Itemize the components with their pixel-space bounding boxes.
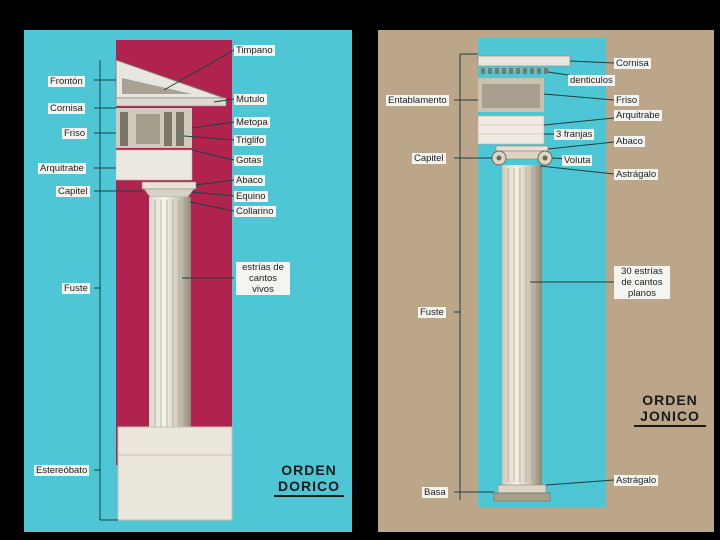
label-collarino: Collarino: [234, 206, 276, 217]
label-denticulos: denticulos: [568, 75, 615, 86]
label-gotas: Gotas: [234, 155, 263, 166]
doric-abacus: [142, 182, 196, 189]
label-arquitrabe-ionic: Arquitrabe: [614, 110, 662, 121]
label-capitel-ionic: Capitel: [412, 153, 446, 164]
label-voluta: Voluta: [562, 155, 592, 166]
label-abaco: Abaco: [234, 175, 265, 186]
label-metopa: Metopa: [234, 117, 270, 128]
label-fronton: Frontón: [48, 76, 85, 87]
label-arquitrabe: Arquitrabe: [38, 163, 86, 174]
ionic-architrave: [478, 116, 544, 144]
label-fuste: Fuste: [62, 283, 90, 294]
doric-architrave: [116, 150, 192, 180]
label-triglifo: Triglifo: [234, 135, 266, 146]
ionic-title-line2: JONICO: [634, 408, 706, 424]
ionic-abacus: [496, 146, 548, 151]
label-timpano: Timpano: [234, 45, 275, 56]
doric-title-line1: ORDEN: [274, 462, 344, 478]
label-cornisa-ionic: Cornisa: [614, 58, 651, 69]
label-fuste-ionic: Fuste: [418, 307, 446, 318]
label-basa: Basa: [422, 487, 448, 498]
label-mutulo: Mutulo: [234, 94, 267, 105]
ionic-order-panel: Entablamento Capitel Fuste Basa Cornisa …: [378, 30, 714, 532]
doric-cornice: [116, 98, 226, 106]
doric-title: ORDEN DORICO: [274, 462, 344, 497]
label-estrias: estrías de cantos vivos: [236, 262, 290, 295]
label-astragalo: Astrágalo: [614, 169, 658, 180]
doric-echinus: [144, 189, 194, 197]
doric-stylobate: [118, 427, 232, 520]
label-cornisa: Cornisa: [48, 103, 85, 114]
label-franjas: 3 franjas: [554, 129, 594, 140]
label-estrias-ionic: 30 estrías de cantos planos: [614, 266, 670, 299]
label-equino: Equino: [234, 191, 268, 202]
ionic-title: ORDEN JONICO: [634, 392, 706, 427]
doric-order-panel: Frontón Cornisa Friso Arquitrabe Capitel…: [24, 30, 352, 532]
label-capitel: Capitel: [56, 186, 90, 197]
ionic-title-line1: ORDEN: [634, 392, 706, 408]
ionic-cornice: [478, 56, 570, 66]
label-friso-ionic: Friso: [614, 95, 639, 106]
label-entablamento: Entablamento: [386, 95, 449, 106]
label-estereobato: Estereóbato: [34, 465, 89, 476]
label-abaco-ionic: Abaco: [614, 136, 645, 147]
ionic-base: [498, 485, 546, 493]
label-astragalo-base: Astrágalo: [614, 475, 658, 486]
doric-title-line2: DORICO: [274, 478, 344, 494]
label-friso: Friso: [62, 128, 87, 139]
